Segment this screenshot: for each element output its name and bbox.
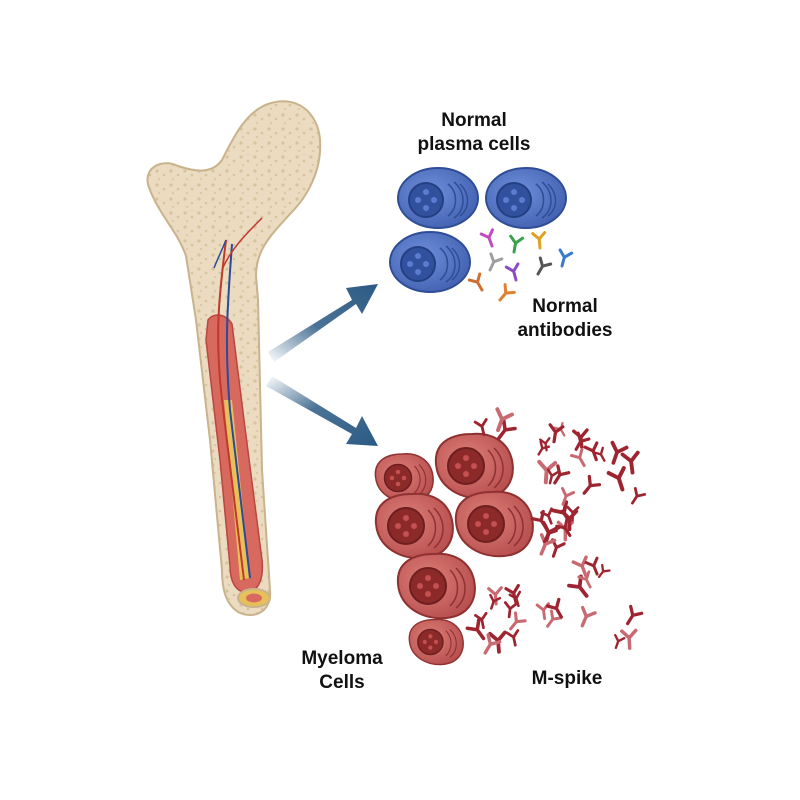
y-shaped-antibody-icon bbox=[569, 576, 593, 600]
y-shaped-antibody-icon bbox=[507, 631, 521, 647]
y-shaped-antibody-icon bbox=[538, 462, 555, 483]
y-shaped-antibody-icon bbox=[533, 258, 551, 277]
y-shaped-antibody-icon bbox=[485, 254, 502, 273]
label-m-spike: M-spike bbox=[532, 668, 603, 689]
y-shaped-antibody-icon bbox=[573, 557, 592, 578]
label-myeloma-line2: Cells bbox=[319, 672, 364, 693]
y-shaped-antibody-icon bbox=[495, 285, 514, 304]
label-normal-plasma-cells: Normal plasma cells bbox=[417, 110, 530, 155]
y-shaped-antibody-icon bbox=[623, 453, 641, 474]
normal-plasma-cell bbox=[390, 232, 470, 292]
y-shaped-antibody-icon bbox=[579, 477, 599, 498]
myeloma-cell bbox=[456, 492, 533, 556]
myeloma-cells bbox=[375, 434, 532, 665]
myeloma-cell bbox=[409, 619, 463, 664]
y-shaped-antibody-icon bbox=[506, 586, 522, 605]
y-shaped-antibody-icon bbox=[556, 250, 571, 268]
y-shaped-antibody-icon bbox=[572, 450, 590, 469]
y-shaped-antibody-icon bbox=[467, 620, 489, 643]
y-shaped-antibody-icon bbox=[628, 488, 645, 506]
arrow-to-normal-cells bbox=[268, 284, 378, 362]
label-myeloma-line1: Myeloma bbox=[301, 648, 383, 669]
y-shaped-antibody-icon bbox=[469, 274, 487, 293]
y-shaped-antibody-icon bbox=[506, 264, 521, 282]
myeloma-cell bbox=[436, 434, 513, 498]
arrow-to-myeloma-cells bbox=[266, 376, 378, 446]
label-normal-antibodies-line2: antibodies bbox=[517, 320, 612, 341]
y-shaped-antibody-icon bbox=[487, 595, 500, 610]
y-shaped-antibody-icon bbox=[533, 233, 546, 249]
normal-plasma-cell bbox=[486, 168, 566, 228]
y-shaped-antibody-icon bbox=[508, 236, 522, 253]
myeloma-cell bbox=[398, 554, 475, 618]
label-myeloma-cells: Myeloma Cells bbox=[301, 648, 383, 693]
myeloma-cell bbox=[376, 494, 453, 558]
label-normal-antibodies-line1: Normal bbox=[532, 296, 597, 317]
label-normal-antibodies: Normal antibodies bbox=[517, 296, 612, 341]
y-shaped-antibody-icon bbox=[571, 433, 589, 452]
y-shaped-antibody-icon bbox=[611, 635, 624, 649]
label-normal-plasma-line2: plasma cells bbox=[417, 134, 530, 155]
y-shaped-antibody-icon bbox=[622, 606, 642, 627]
y-shaped-antibody-icon bbox=[576, 608, 595, 629]
normal-antibodies bbox=[469, 230, 571, 304]
label-normal-plasma-line1: Normal bbox=[441, 110, 506, 131]
normal-plasma-cell bbox=[398, 168, 478, 228]
femur-bone bbox=[147, 101, 320, 615]
y-shaped-antibody-icon bbox=[609, 468, 630, 492]
y-shaped-antibody-icon bbox=[481, 230, 497, 248]
